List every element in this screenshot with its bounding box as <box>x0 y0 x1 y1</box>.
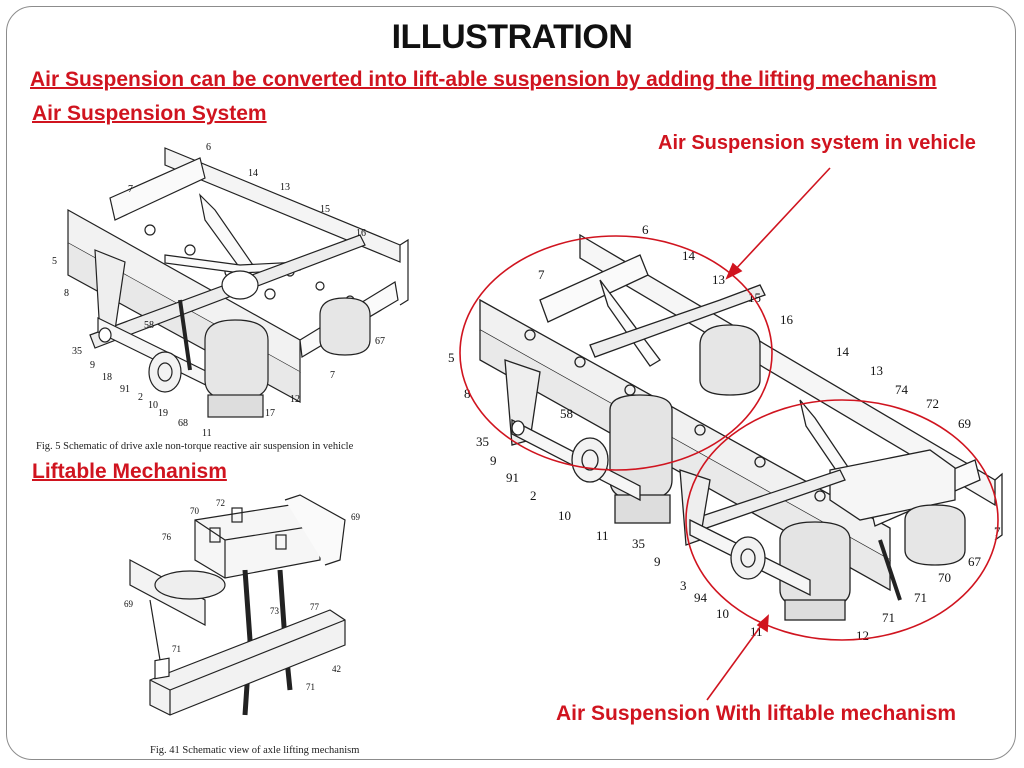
section-heading-liftable-mechanism: Liftable Mechanism <box>32 460 227 483</box>
svg-text:15: 15 <box>320 204 330 215</box>
svg-text:7: 7 <box>330 370 335 381</box>
svg-text:12: 12 <box>856 628 869 643</box>
fig5-drawing <box>67 147 409 418</box>
fig41-part-labels: 72 70 69 76 69 73 77 71 42 71 <box>124 498 361 692</box>
svg-text:58: 58 <box>144 320 154 331</box>
svg-text:69: 69 <box>351 512 361 522</box>
arrow-liftable <box>706 622 764 701</box>
svg-text:8: 8 <box>464 386 471 401</box>
svg-text:7: 7 <box>128 184 133 195</box>
svg-text:35: 35 <box>632 536 645 551</box>
svg-text:69: 69 <box>958 416 971 431</box>
svg-text:11: 11 <box>202 428 212 439</box>
slide-subtitle: Air Suspension can be converted into lif… <box>30 68 937 91</box>
svg-text:16: 16 <box>356 228 366 239</box>
svg-text:68: 68 <box>178 418 188 429</box>
svg-text:7: 7 <box>538 267 545 282</box>
svg-text:77: 77 <box>310 602 320 612</box>
svg-text:2: 2 <box>530 488 537 503</box>
figure-caption-fig5: Fig. 5 Schematic of drive axle non-torqu… <box>36 441 354 452</box>
arrow-liftable-head <box>756 614 769 633</box>
svg-text:10: 10 <box>148 400 158 411</box>
svg-text:35: 35 <box>72 346 82 357</box>
svg-text:94: 94 <box>694 590 708 605</box>
svg-text:91: 91 <box>120 384 130 395</box>
svg-text:71: 71 <box>882 610 895 625</box>
highlight-ellipse-vehicle <box>459 235 773 471</box>
svg-text:74: 74 <box>895 382 909 397</box>
svg-text:12: 12 <box>290 394 300 405</box>
svg-text:18: 18 <box>102 372 112 383</box>
svg-text:10: 10 <box>716 606 729 621</box>
slide-frame <box>6 6 1016 760</box>
svg-text:11: 11 <box>596 528 609 543</box>
svg-text:13: 13 <box>712 272 725 287</box>
svg-text:5: 5 <box>52 256 57 267</box>
svg-text:9: 9 <box>90 360 95 371</box>
svg-text:70: 70 <box>938 570 951 585</box>
svg-text:19: 19 <box>158 408 168 419</box>
svg-text:42: 42 <box>332 664 341 674</box>
svg-text:58: 58 <box>560 406 573 421</box>
svg-text:5: 5 <box>448 350 455 365</box>
svg-text:3: 3 <box>680 578 687 593</box>
svg-text:67: 67 <box>375 336 385 347</box>
svg-text:71: 71 <box>914 590 927 605</box>
svg-text:14: 14 <box>248 168 258 179</box>
arrow-vehicle <box>732 167 831 273</box>
svg-text:35: 35 <box>476 434 489 449</box>
svg-text:70: 70 <box>190 506 200 516</box>
svg-text:91: 91 <box>506 470 519 485</box>
svg-text:73: 73 <box>270 606 280 616</box>
svg-text:9: 9 <box>490 453 497 468</box>
arrow-vehicle-head <box>725 262 743 280</box>
vehicle-drawing <box>479 233 1003 621</box>
svg-text:13: 13 <box>870 363 883 378</box>
svg-text:13: 13 <box>280 182 290 193</box>
svg-text:67: 67 <box>968 554 982 569</box>
callout-arrows <box>706 167 831 701</box>
slide-title: ILLUSTRATION <box>391 18 633 56</box>
figure-caption-fig41: Fig. 41 Schematic view of axle lifting m… <box>150 745 360 756</box>
svg-text:9: 9 <box>654 554 661 569</box>
svg-text:8: 8 <box>64 288 69 299</box>
callout-air-suspension-vehicle: Air Suspension system in vehicle <box>658 132 976 154</box>
callout-air-suspension-liftable: Air Suspension With liftable mechanism <box>556 702 957 725</box>
svg-text:6: 6 <box>206 142 211 153</box>
svg-text:16: 16 <box>780 312 794 327</box>
svg-text:17: 17 <box>265 408 275 419</box>
svg-text:6: 6 <box>642 222 649 237</box>
section-heading-air-suspension: Air Suspension System <box>32 102 267 125</box>
svg-text:76: 76 <box>162 532 172 542</box>
fig41-drawing <box>129 494 346 716</box>
svg-text:14: 14 <box>836 344 850 359</box>
svg-text:69: 69 <box>124 599 134 609</box>
svg-text:72: 72 <box>926 396 939 411</box>
svg-text:71: 71 <box>172 644 181 654</box>
svg-text:2: 2 <box>138 392 143 403</box>
svg-text:14: 14 <box>682 248 696 263</box>
svg-text:71: 71 <box>306 682 315 692</box>
svg-text:10: 10 <box>558 508 571 523</box>
highlight-ellipse-liftable <box>685 399 999 641</box>
svg-text:72: 72 <box>216 498 225 508</box>
